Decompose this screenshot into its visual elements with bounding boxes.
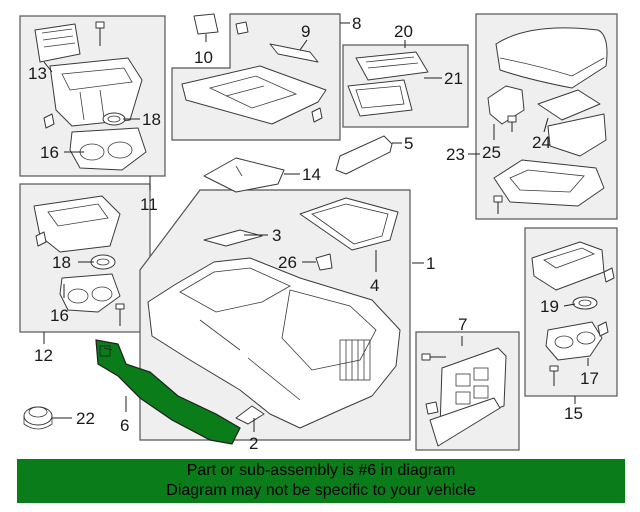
banner-line-2: Diagram may not be specific to your vehi… xyxy=(166,482,476,499)
callout-10: 10 xyxy=(194,48,213,67)
clip-12a[interactable] xyxy=(35,231,47,247)
callout-23: 23 xyxy=(446,145,465,164)
callout-25: 25 xyxy=(482,143,501,162)
callout-9: 9 xyxy=(301,22,310,41)
panel-24[interactable] xyxy=(537,89,601,121)
callout-12: 12 xyxy=(34,346,53,365)
bolt-25[interactable] xyxy=(507,115,517,132)
callout-20: 20 xyxy=(394,22,413,41)
ring-22[interactable] xyxy=(23,406,53,430)
cup-holder-17[interactable] xyxy=(545,321,603,361)
callout-15: 15 xyxy=(564,404,583,423)
armrest-base-23[interactable] xyxy=(493,159,605,207)
highlight-notice-banner: Part or sub-assembly is #6 in diagram Di… xyxy=(17,459,625,503)
tray-base-20[interactable] xyxy=(347,79,413,117)
callout-7: 7 xyxy=(458,315,467,334)
callout-16a: 16 xyxy=(40,143,59,162)
trim-5[interactable] xyxy=(335,135,393,175)
banner-line-1: Part or sub-assembly is #6 in diagram xyxy=(186,462,456,479)
clip-26[interactable] xyxy=(315,253,333,271)
trim-7[interactable] xyxy=(429,397,501,447)
callout-16b: 16 xyxy=(50,306,69,325)
clip-8a[interactable] xyxy=(235,21,249,35)
callout-19: 19 xyxy=(540,297,559,316)
mat-4[interactable] xyxy=(299,197,399,251)
callout-1: 1 xyxy=(426,254,435,273)
callout-13: 13 xyxy=(28,64,47,83)
clip-8b[interactable] xyxy=(311,107,323,123)
callout-11: 11 xyxy=(140,195,158,214)
bracket-8[interactable] xyxy=(181,65,327,125)
callout-21: 21 xyxy=(444,69,463,88)
leader-lines xyxy=(43,22,589,432)
lid-bracket[interactable] xyxy=(547,113,607,157)
console-body-1[interactable] xyxy=(147,257,401,429)
clip-15a[interactable] xyxy=(603,267,615,283)
bolt-7[interactable] xyxy=(421,353,446,361)
callout-2: 2 xyxy=(249,434,258,453)
clip-15b[interactable] xyxy=(597,321,609,337)
ring-18a[interactable] xyxy=(102,112,126,126)
ring-18b[interactable] xyxy=(90,254,116,270)
tray-21[interactable] xyxy=(355,51,429,81)
callout-24: 24 xyxy=(532,133,551,152)
bolt-23[interactable] xyxy=(493,195,503,214)
callout-18b: 18 xyxy=(52,253,71,272)
callout-4: 4 xyxy=(370,276,379,295)
armrest-lid[interactable] xyxy=(495,27,608,89)
clip-10[interactable] xyxy=(193,13,219,35)
bolt-12[interactable] xyxy=(115,303,125,326)
strip-9[interactable] xyxy=(269,43,319,63)
ring-19[interactable] xyxy=(572,296,598,310)
storage-bin-13[interactable] xyxy=(49,57,143,127)
callout-3: 3 xyxy=(272,226,281,245)
callout-8: 8 xyxy=(352,14,361,33)
clip-11a[interactable] xyxy=(43,113,55,129)
bolt-15[interactable] xyxy=(549,365,559,386)
callout-6: 6 xyxy=(120,416,129,435)
side-trim-panel-6[interactable] xyxy=(95,339,241,445)
hinge-25[interactable] xyxy=(487,85,525,125)
callout-17: 17 xyxy=(580,369,599,388)
exploded-parts-diagram: 1 2 3 4 5 6 7 8 9 10 11 12 13 14 15 16 1… xyxy=(19,13,618,453)
cup-holder-16a[interactable] xyxy=(69,127,147,171)
tray-13[interactable] xyxy=(34,23,81,63)
cup-holder-16b[interactable] xyxy=(59,273,121,313)
callout-26: 26 xyxy=(278,253,297,272)
pad-3[interactable] xyxy=(203,229,263,247)
clip-2[interactable] xyxy=(235,405,265,425)
callout-18a: 18 xyxy=(142,110,161,129)
bolt-13a[interactable] xyxy=(95,21,105,46)
callout-14: 14 xyxy=(302,165,321,184)
callout-5: 5 xyxy=(404,134,413,153)
clip-7a[interactable] xyxy=(425,401,439,415)
panel-14[interactable] xyxy=(203,157,285,193)
callout-22: 22 xyxy=(76,409,95,428)
